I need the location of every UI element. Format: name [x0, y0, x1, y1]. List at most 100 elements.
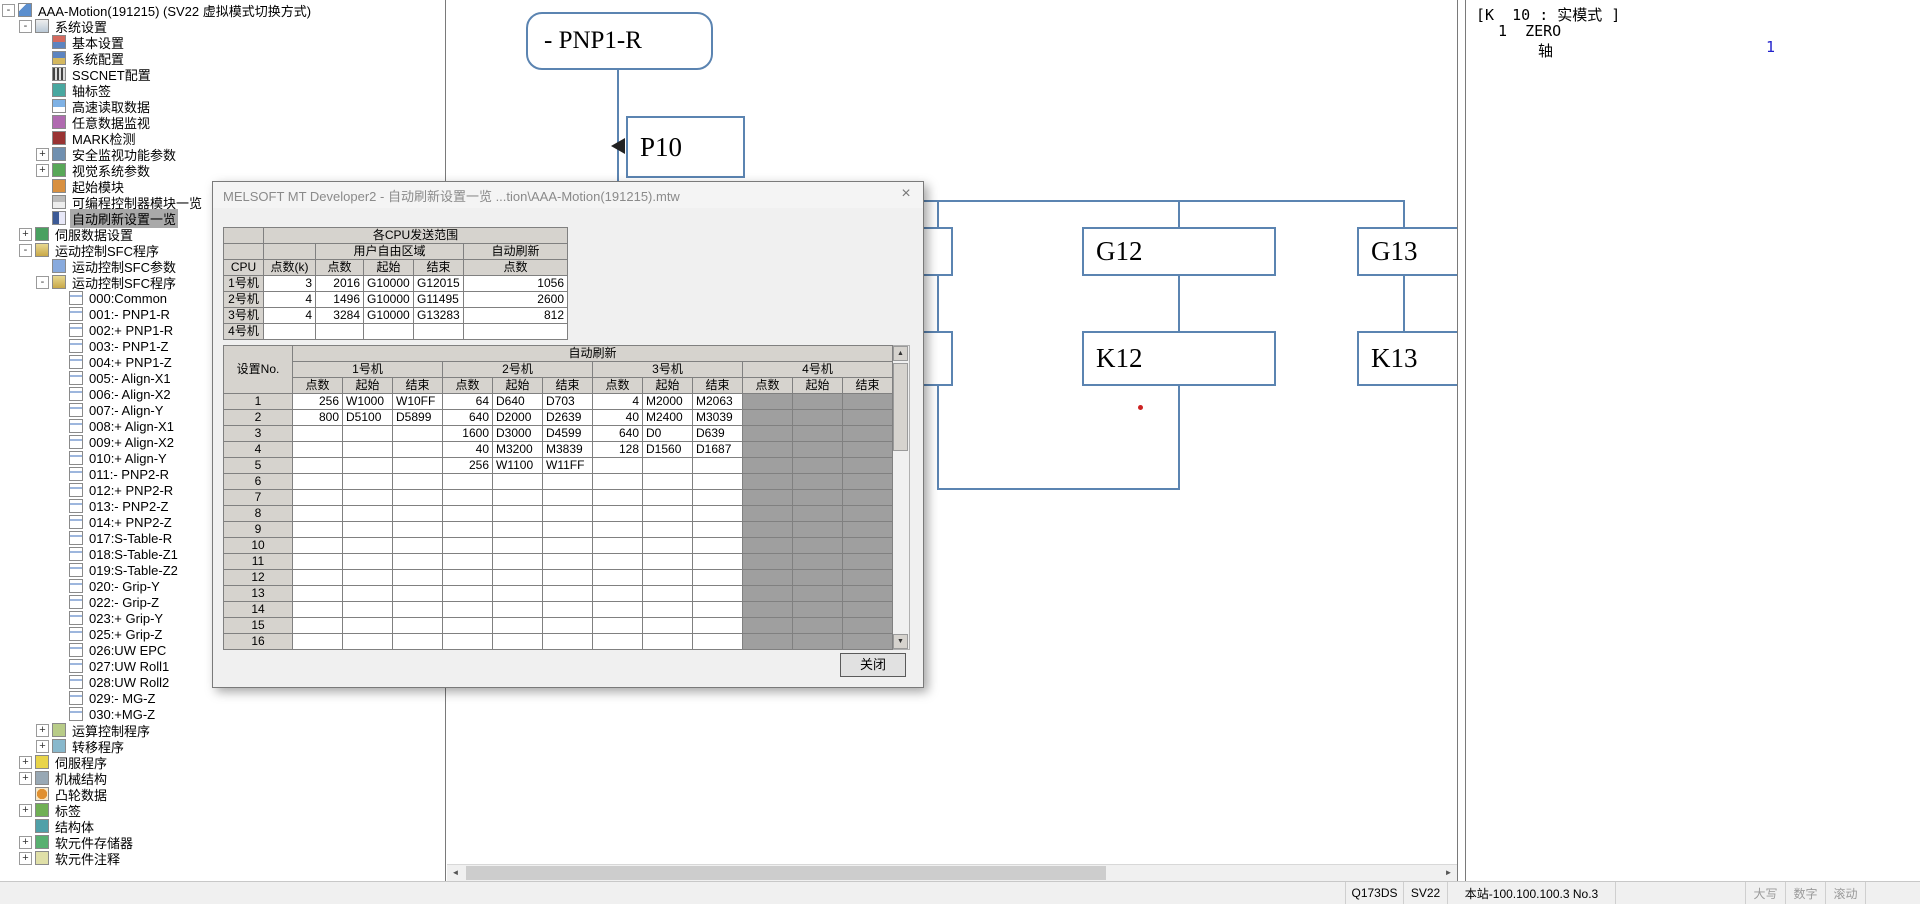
- refresh-cell[interactable]: 40: [442, 441, 493, 458]
- refresh-cell[interactable]: [342, 617, 393, 634]
- refresh-cell[interactable]: 40: [592, 409, 643, 426]
- refresh-cell[interactable]: [392, 521, 443, 538]
- collapse-expander-icon[interactable]: -: [36, 275, 49, 289]
- tree-item[interactable]: 025:+ Grip-Z: [0, 626, 445, 642]
- refresh-cell[interactable]: 256: [442, 457, 493, 474]
- refresh-cell[interactable]: [342, 601, 393, 618]
- grid-cell[interactable]: [463, 323, 568, 340]
- refresh-cell[interactable]: W11FF: [542, 457, 593, 474]
- refresh-cell[interactable]: [292, 457, 343, 474]
- tree-item[interactable]: +伺服程序: [0, 754, 445, 771]
- grid-cell[interactable]: G11495: [413, 291, 464, 308]
- refresh-cell[interactable]: [642, 489, 693, 506]
- refresh-cell[interactable]: [342, 537, 393, 554]
- refresh-cell[interactable]: [692, 617, 743, 634]
- tree-item[interactable]: MARK检测: [0, 130, 445, 147]
- refresh-cell[interactable]: 1600: [442, 425, 493, 442]
- tree-item[interactable]: 029:- MG-Z: [0, 690, 445, 706]
- refresh-cell[interactable]: [342, 569, 393, 586]
- grid-cell[interactable]: [363, 323, 414, 340]
- grid-cell[interactable]: [413, 323, 464, 340]
- expand-expander-icon[interactable]: +: [19, 803, 32, 817]
- refresh-cell[interactable]: [642, 553, 693, 570]
- refresh-cell[interactable]: [392, 633, 443, 650]
- refresh-cell[interactable]: [692, 537, 743, 554]
- refresh-cell[interactable]: [392, 425, 443, 442]
- expand-expander-icon[interactable]: +: [36, 163, 49, 177]
- tree-item[interactable]: 020:- Grip-Y: [0, 578, 445, 594]
- refresh-cell[interactable]: D5100: [342, 409, 393, 426]
- tree-item[interactable]: -运动控制SFC程序: [0, 242, 445, 259]
- refresh-cell[interactable]: [342, 489, 393, 506]
- refresh-cell[interactable]: [442, 473, 493, 490]
- refresh-cell[interactable]: [442, 569, 493, 586]
- refresh-cell[interactable]: M3839: [542, 441, 593, 458]
- refresh-cell[interactable]: [292, 473, 343, 490]
- sfc-node-p10[interactable]: P10: [626, 116, 745, 178]
- scrollbar-thumb[interactable]: [466, 866, 1106, 880]
- tree-item[interactable]: 013:- PNP2-Z: [0, 498, 445, 514]
- refresh-cell[interactable]: [292, 633, 343, 650]
- tree-item[interactable]: 凸轮数据: [0, 786, 445, 803]
- tree-item[interactable]: 高速读取数据: [0, 98, 445, 115]
- refresh-cell[interactable]: W1000: [342, 393, 393, 410]
- tree-item[interactable]: 006:- Align-X2: [0, 386, 445, 402]
- tree-item[interactable]: 026:UW EPC: [0, 642, 445, 658]
- tree-item[interactable]: 007:- Align-Y: [0, 402, 445, 418]
- tree-item[interactable]: 019:S-Table-Z2: [0, 562, 445, 578]
- refresh-cell[interactable]: [692, 601, 743, 618]
- refresh-cell[interactable]: M3039: [692, 409, 743, 426]
- refresh-cell[interactable]: [542, 505, 593, 522]
- grid-cell[interactable]: 4: [263, 307, 316, 324]
- refresh-cell[interactable]: [392, 601, 443, 618]
- refresh-cell[interactable]: [292, 505, 343, 522]
- tree-item[interactable]: 008:+ Align-X1: [0, 418, 445, 434]
- grid-cell[interactable]: 3284: [315, 307, 364, 324]
- refresh-cell[interactable]: 64: [442, 393, 493, 410]
- refresh-cell[interactable]: D703: [542, 393, 593, 410]
- collapse-expander-icon[interactable]: -: [19, 19, 32, 33]
- refresh-cell[interactable]: [592, 617, 643, 634]
- close-icon[interactable]: ×: [901, 185, 911, 202]
- refresh-cell[interactable]: [342, 457, 393, 474]
- tree-item[interactable]: +安全监视功能参数: [0, 146, 445, 163]
- grid-cell[interactable]: G10000: [363, 307, 414, 324]
- refresh-cell[interactable]: D3000: [492, 425, 543, 442]
- refresh-cell[interactable]: [392, 569, 443, 586]
- refresh-cell[interactable]: [342, 505, 393, 522]
- sfc-node-pnp1r[interactable]: - PNP1-R: [526, 12, 713, 70]
- refresh-cell[interactable]: [342, 425, 393, 442]
- refresh-cell[interactable]: [442, 553, 493, 570]
- refresh-cell[interactable]: [592, 553, 643, 570]
- refresh-cell[interactable]: [692, 505, 743, 522]
- expand-expander-icon[interactable]: +: [19, 835, 32, 849]
- tree-item[interactable]: +标签: [0, 802, 445, 819]
- scroll-up-button[interactable]: ▲: [893, 346, 908, 361]
- refresh-cell[interactable]: [642, 585, 693, 602]
- dialog-titlebar[interactable]: MELSOFT MT Developer2 - 自动刷新设置一览 ...tion…: [213, 182, 923, 208]
- refresh-cell[interactable]: [492, 553, 543, 570]
- refresh-table-scrollbar[interactable]: ▲ ▼: [893, 345, 910, 650]
- refresh-cell[interactable]: [642, 633, 693, 650]
- tree-item[interactable]: 027:UW Roll1: [0, 658, 445, 674]
- tree-item[interactable]: +视觉系统参数: [0, 162, 445, 179]
- scroll-left-button[interactable]: ◄: [447, 865, 464, 881]
- tree-item[interactable]: 结构体: [0, 818, 445, 835]
- grid-cell[interactable]: 1496: [315, 291, 364, 308]
- refresh-cell[interactable]: [342, 473, 393, 490]
- refresh-cell[interactable]: [542, 601, 593, 618]
- tree-item[interactable]: 010:+ Align-Y: [0, 450, 445, 466]
- tree-item[interactable]: 001:- PNP1-R: [0, 306, 445, 322]
- refresh-cell[interactable]: [492, 473, 543, 490]
- tree-item[interactable]: +伺服数据设置: [0, 226, 445, 243]
- grid-cell[interactable]: G13283: [413, 307, 464, 324]
- refresh-cell[interactable]: [642, 569, 693, 586]
- tree-item[interactable]: 运动控制SFC参数: [0, 258, 445, 275]
- refresh-cell[interactable]: [492, 601, 543, 618]
- refresh-cell[interactable]: [592, 489, 643, 506]
- grid-cell[interactable]: G12015: [413, 275, 464, 292]
- refresh-cell[interactable]: [392, 457, 443, 474]
- refresh-cell[interactable]: [642, 537, 693, 554]
- refresh-cell[interactable]: D1560: [642, 441, 693, 458]
- grid-cell[interactable]: 1056: [463, 275, 568, 292]
